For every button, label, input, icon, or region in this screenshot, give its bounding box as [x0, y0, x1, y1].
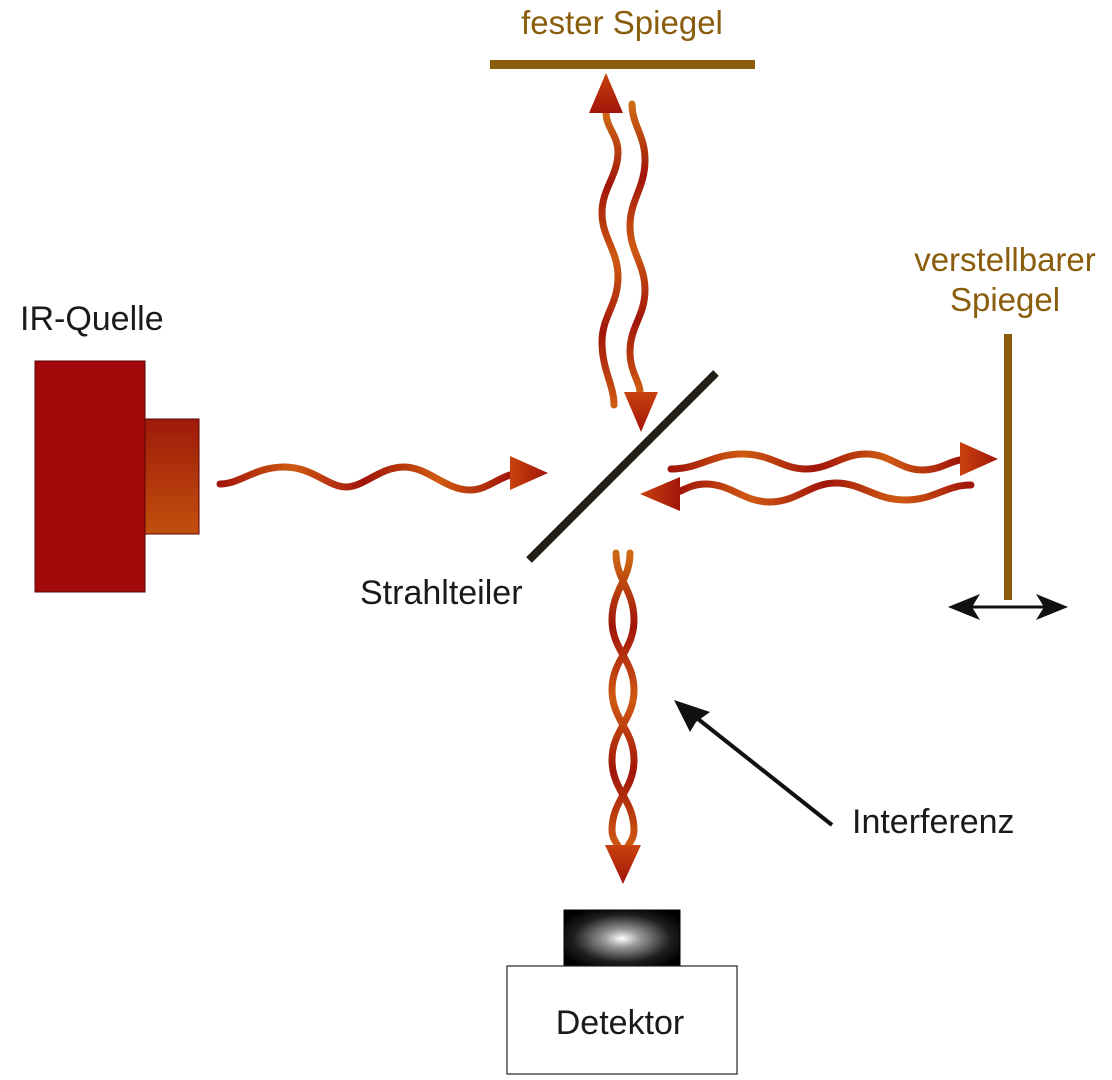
- incoming-beam: [216, 456, 548, 494]
- detector-box: [506, 965, 738, 1075]
- beam-from-fixed-mirror: [624, 100, 658, 432]
- beam-from-movable-mirror: [640, 477, 975, 511]
- source-emitter: [144, 418, 200, 535]
- movable-mirror-label-line2: Spiegel: [950, 281, 1060, 318]
- detector: [506, 909, 738, 1075]
- detector-label: Detektor: [556, 1004, 685, 1042]
- movable-mirror: [1004, 334, 1012, 600]
- beam-to-fixed-mirror: [589, 73, 623, 409]
- beam-splitter-label: Strahlteiler: [360, 574, 523, 612]
- source-body: [34, 360, 146, 593]
- detector-sensor: [563, 909, 681, 968]
- interference-pointer: [674, 700, 834, 827]
- beam-to-movable-mirror: [667, 442, 998, 476]
- interference-label: Interferenz: [852, 803, 1015, 841]
- fixed-mirror: [490, 60, 755, 69]
- movable-mirror-label-line1: verstellbarer: [914, 241, 1096, 278]
- interference-beams: [605, 549, 641, 884]
- fixed-mirror-label: fester Spiegel: [521, 4, 723, 41]
- movement-arrow: [948, 594, 1068, 620]
- source-label: IR-Quelle: [20, 300, 164, 338]
- ir-source: [34, 360, 200, 593]
- beam-splitter: [526, 370, 719, 563]
